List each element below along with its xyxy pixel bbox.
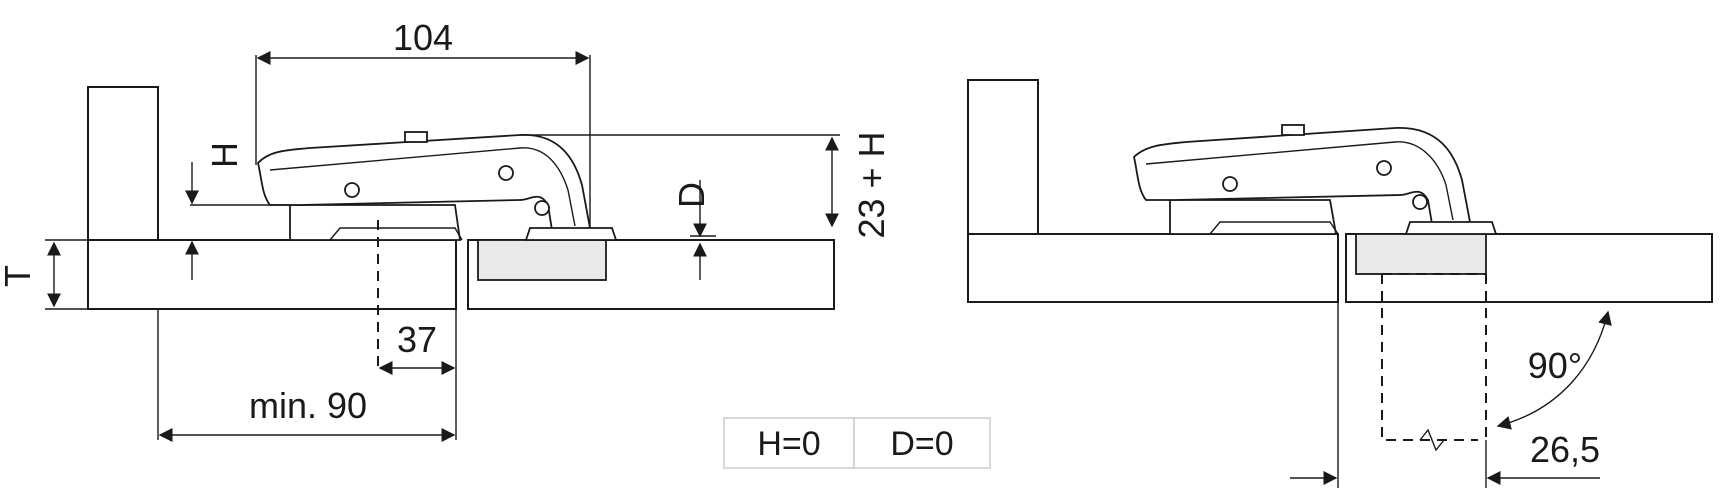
dimension-d-label: D [671,182,712,208]
rivet [344,182,360,198]
legend-cell [723,417,855,469]
dimension-37-label: 37 [397,319,437,360]
door-open-break [1419,428,1445,452]
hinge-arm-edge [1145,141,1454,221]
mounting-plate [1169,199,1338,235]
dimension-t-label: T [0,265,38,287]
mounting-plate-base [329,227,463,241]
dimension-23h-label: 23 + H [851,131,892,238]
cabinet-bottom-panel [87,239,457,310]
rivet [534,200,550,216]
hinge-knuckle [1404,221,1498,235]
legend-cell-h: H=0 [757,425,820,463]
mounting-plate-base [1209,221,1339,235]
dimension-min90-label: min. 90 [249,385,367,426]
adjustment-screw [1281,124,1305,136]
rivet [1376,160,1392,176]
hinge-arm-edge [269,147,576,227]
hinge-arm [1133,127,1472,225]
hinge-cup-recess [477,239,607,281]
rivet [498,165,514,181]
cabinet-bottom-panel [967,233,1339,303]
right-view: 90° 26,5 [967,79,1713,488]
dimension-104-label: 104 [393,17,453,58]
adjustment-screw [404,131,428,143]
legend-cell [853,417,991,469]
angle-90-arc [1496,310,1612,430]
dimension-265-label: 26,5 [1530,429,1600,470]
left-view: 104 H T D 23 + H 37 min. 90 [0,17,892,442]
legend-table: H=0 D=0 [723,417,991,469]
rivet [1222,176,1238,192]
hinge-cup-recess [1355,233,1487,275]
angle-90-label: 90° [1528,345,1582,386]
hinge-knuckle [524,227,618,241]
mounting-plate [289,204,462,241]
rivet [1412,194,1428,210]
door-open-position [1381,274,1478,441]
dimension-h-label: H [204,142,245,168]
legend-cell-d: D=0 [890,425,953,463]
